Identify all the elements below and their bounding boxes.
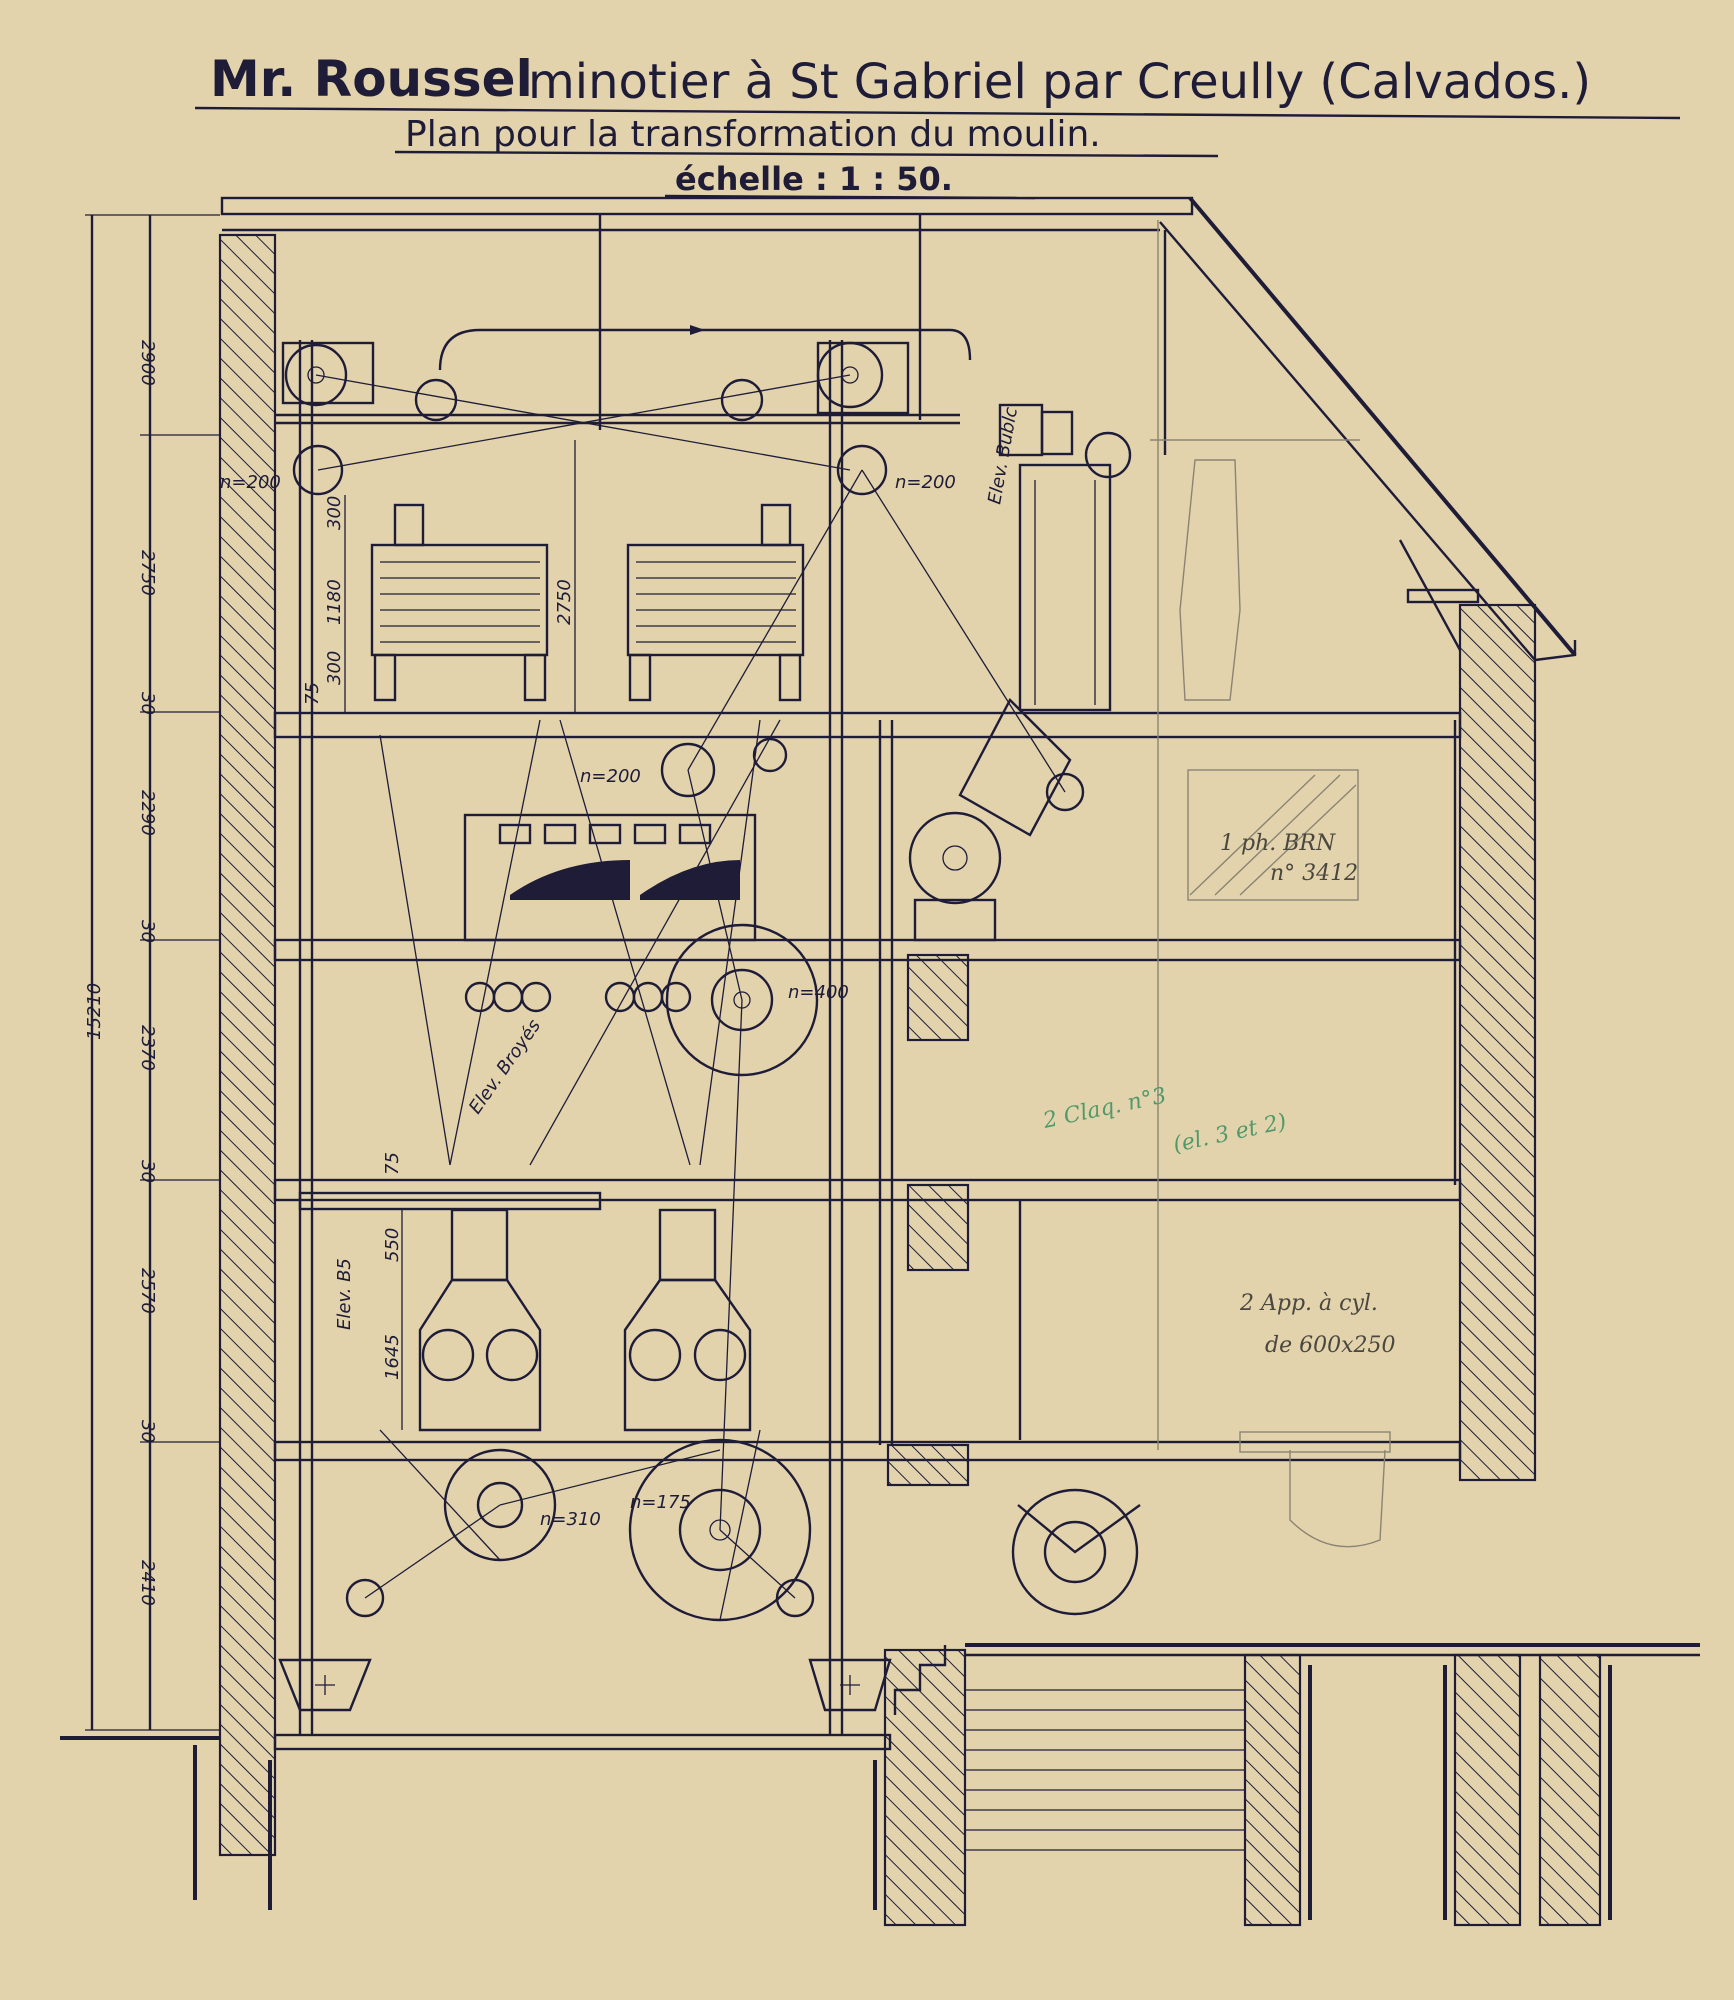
title-underline-1 <box>194 106 1681 120</box>
stairs <box>893 1645 947 1715</box>
ground-floor <box>273 1733 892 1751</box>
building-walls <box>218 233 1602 1927</box>
detail-dim-8: 1645 <box>382 1334 403 1380</box>
speed-label-6: n=175 <box>630 1492 691 1513</box>
pencil-note-2: n° 3412 <box>1270 861 1358 886</box>
pulley-mid-left <box>292 444 344 496</box>
elevator-label-3: Elev. B5 <box>334 1258 355 1330</box>
roof-slope-outer <box>1188 196 1577 657</box>
purifier <box>463 813 757 942</box>
pier-2 <box>1538 1653 1602 1927</box>
detail-dim-3: 300 <box>324 651 345 685</box>
title-owner: Mr. Roussel <box>210 50 533 108</box>
floor-3 <box>273 1178 1462 1202</box>
sifter-left <box>370 543 549 657</box>
roof-purlin <box>1406 588 1480 604</box>
speed-label-2: n=200 <box>895 472 956 493</box>
hopper-left <box>278 1658 372 1712</box>
sifter-right <box>626 543 805 657</box>
floor-2 <box>273 938 1462 962</box>
center-column-3 <box>886 1443 970 1487</box>
pulley-top-3 <box>720 378 764 422</box>
level-9-label: 30 <box>137 1420 158 1443</box>
speed-label-3: n=200 <box>580 766 641 787</box>
roof-top-beam <box>220 196 1194 216</box>
level-5-label: 30 <box>137 920 158 943</box>
floor-4 <box>273 1440 1462 1462</box>
level-8-label: 2570 <box>137 1268 158 1314</box>
water-channel <box>193 1665 1612 1920</box>
fourth-floor-machinery: Elev. B5 <box>298 1191 752 1432</box>
center-column-1 <box>906 953 970 1042</box>
detail-dim-5: 2750 <box>554 579 575 625</box>
total-height-label: 15210 <box>84 983 105 1040</box>
columns <box>298 215 1457 1735</box>
title-scale: échelle : 1 : 50. <box>675 160 953 198</box>
pencil-sketches: 1 ph. BRN n° 3412 2 Claq. n°3 (el. 3 et … <box>1040 220 1396 1548</box>
roof-strut <box>1398 539 1462 651</box>
third-floor-machinery: n=400 Elev. Broyés <box>464 923 849 1118</box>
roof-eave <box>1534 640 1577 662</box>
speed-label-5: n=310 <box>540 1509 601 1530</box>
speed-label-4: n=400 <box>788 982 849 1003</box>
pencil-note-green-2: (el. 3 et 2) <box>1171 1109 1289 1157</box>
fan <box>908 811 1002 905</box>
roof <box>220 196 1577 662</box>
top-floor-machinery: n=200 n=200 Elev. Bublc <box>220 325 1132 712</box>
pencil-note-6: de 600x250 <box>1265 1333 1396 1358</box>
level-2-label: 2750 <box>137 550 158 596</box>
pencil-note-green-1: 2 Claq. n°3 <box>1040 1083 1169 1134</box>
left-wall <box>218 233 277 1857</box>
ground-floor-machinery: n=310 n=175 <box>278 1438 1141 1715</box>
title-block: Mr. Roussel minotier à St Gabriel par Cr… <box>194 50 1681 200</box>
title-location: minotier à St Gabriel par Creully (Calva… <box>528 54 1591 110</box>
fan-duct <box>958 697 1072 837</box>
roller-mill-feed-right <box>658 1208 717 1282</box>
center-column-2 <box>906 1183 970 1272</box>
level-4-label: 2290 <box>137 790 158 836</box>
roof-slope-inner <box>1159 221 1536 661</box>
elevator-head <box>1018 463 1112 712</box>
detail-dim-6: 75 <box>382 1152 403 1175</box>
title-subtitle: Plan pour la transformation du moulin. <box>405 114 1101 155</box>
pier-1 <box>1243 1653 1302 1927</box>
detail-dim-4: 75 <box>302 682 323 705</box>
pencil-sketch-machine <box>1179 459 1241 701</box>
detail-dim-1: 300 <box>324 496 345 530</box>
speed-label-1: n=200 <box>220 472 281 493</box>
belt-upper <box>438 328 972 371</box>
pencil-note-5: 2 App. à cyl. <box>1239 1291 1378 1316</box>
right-wall-lower <box>1453 1653 1522 1927</box>
center-wall-lower <box>883 1648 967 1927</box>
roller-mill-right <box>623 1278 752 1432</box>
pulley-top-left <box>284 343 348 407</box>
drive-belts <box>315 374 1066 1621</box>
floor-1 <box>273 711 1462 739</box>
pulley-top-right <box>816 341 884 409</box>
second-floor-machinery: n=200 <box>463 697 1085 942</box>
main-drive-wheel <box>665 923 819 1077</box>
pencil-note-1: 1 ph. BRN <box>1220 831 1336 856</box>
level-6-label: 2370 <box>137 1025 158 1071</box>
level-1-label: 2900 <box>137 340 158 386</box>
detail-dim-7: 550 <box>382 1228 403 1262</box>
level-10-label: 2410 <box>137 1560 158 1606</box>
turbine-wheel <box>1011 1488 1139 1616</box>
hopper-right <box>808 1658 892 1712</box>
roller-mill-feed-left <box>450 1208 509 1282</box>
floors <box>60 711 1700 1751</box>
title-underline-2 <box>394 150 1219 158</box>
roller-mill-left <box>418 1278 542 1432</box>
pencil-box <box>1187 769 1359 901</box>
dimension-lines: 15210 2900 2750 30 2290 30 2370 30 2570 … <box>84 214 576 1731</box>
pulley-mid-right <box>836 444 888 496</box>
detail-dim-2: 1180 <box>324 579 345 625</box>
level-7-label: 30 <box>137 1160 158 1183</box>
pulley-floor-2 <box>660 742 716 798</box>
right-wall-upper <box>1458 603 1537 1482</box>
level-3-label: 30 <box>137 692 158 715</box>
